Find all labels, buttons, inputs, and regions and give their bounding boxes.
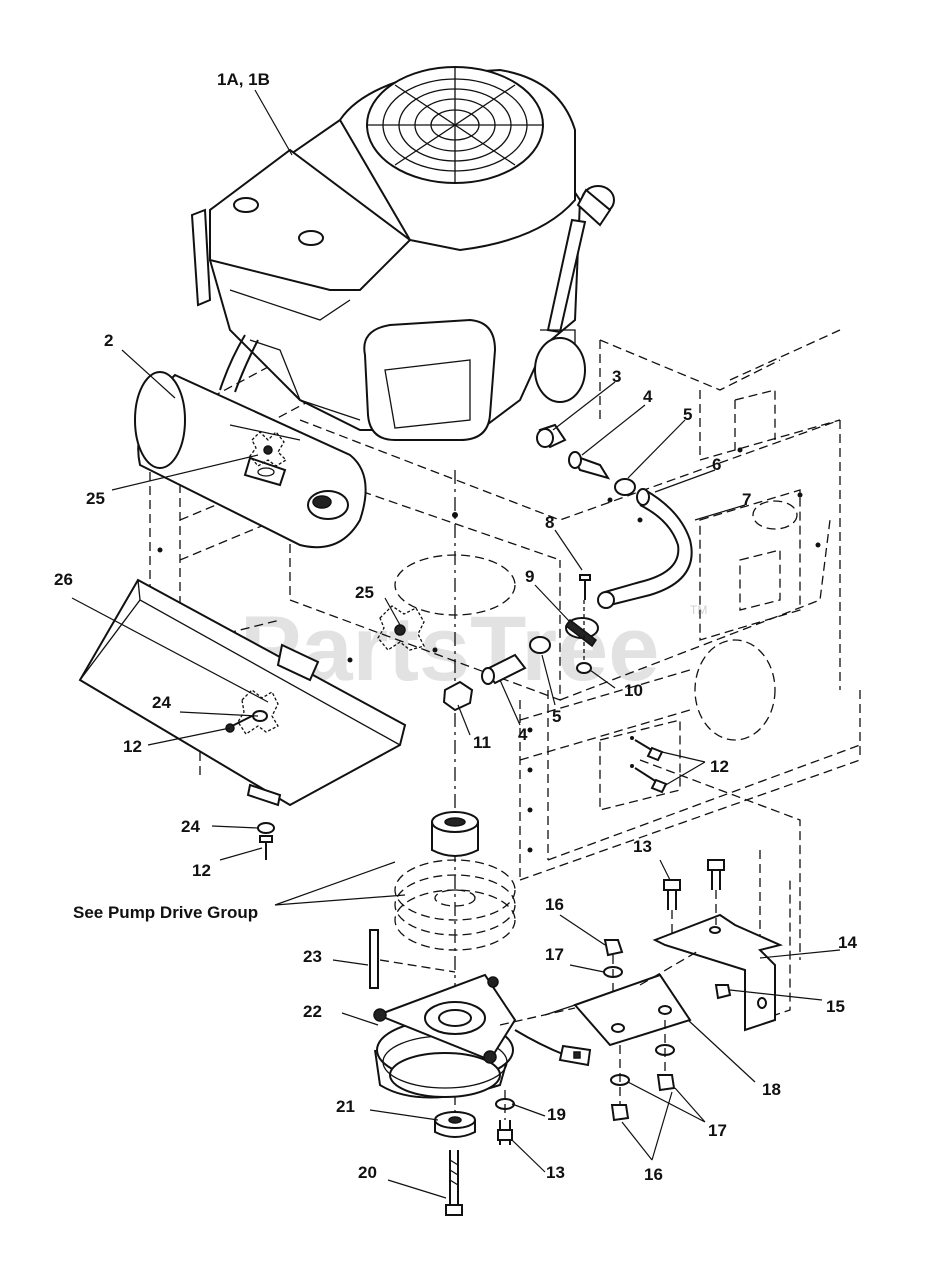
callout-fitting-3: 3	[612, 367, 621, 386]
clutch-key	[369, 929, 379, 989]
callout-bolt-8: 8	[545, 513, 554, 532]
callout-fitting-4-top: 4	[643, 387, 653, 406]
clutch-brackets	[499, 859, 784, 1122]
callout-clamp-5-bottom: 5	[552, 707, 561, 726]
clip-hardware	[442, 574, 599, 712]
pump-drive-pulley	[394, 811, 516, 951]
callout-hose-7: 7	[742, 490, 751, 509]
callout-bolt-12-right: 12	[710, 757, 729, 776]
callout-lock-washer-left: 25	[86, 489, 105, 508]
callout-bolt-20: 20	[358, 1163, 377, 1182]
lock-washer-left	[249, 431, 288, 467]
callout-bolt-13-bottom: 13	[546, 1163, 565, 1182]
callout-clutch-22: 22	[303, 1002, 322, 1021]
callout-bolt-12-left: 12	[123, 737, 142, 756]
callout-clip-9: 9	[525, 567, 534, 586]
fuel-line-parts	[536, 423, 693, 609]
electric-clutch	[373, 973, 592, 1099]
callout-plug-11: 11	[473, 733, 491, 752]
callout-washer-17-bottom: 17	[708, 1121, 727, 1140]
callout-washer-24-top: 24	[152, 693, 171, 712]
callout-hose-6: 6	[712, 455, 721, 474]
callout-nut-15: 15	[826, 997, 845, 1016]
leader-lines	[71, 89, 841, 1199]
callout-clamp-5-top: 5	[683, 405, 692, 424]
callout-bracket-14: 14	[838, 933, 857, 952]
shield-bottom-hardware	[257, 822, 275, 860]
callout-fitting-4-bottom: 4	[518, 725, 528, 744]
callout-pump-drive-note: See Pump Drive Group	[73, 903, 258, 922]
callout-washer-17-top: 17	[545, 945, 564, 964]
callout-lock-washer-center: 25	[355, 583, 374, 602]
callout-washer-21: 21	[336, 1097, 355, 1116]
shield-hardware-spot	[225, 689, 279, 735]
callout-muffler: 2	[104, 331, 113, 350]
callout-nut-10: 10	[624, 681, 643, 700]
callout-washer-24-bottom: 24	[181, 817, 200, 836]
callout-nut-16-bottom: 16	[644, 1165, 663, 1184]
callout-washer-19: 19	[547, 1105, 566, 1124]
callout-nut-16-top: 16	[545, 895, 564, 914]
callout-shield-26: 26	[54, 570, 73, 589]
callout-labels: 1A, 1B 2 25 3 4 5 6 7 8 9 26 25 10 24 5 …	[54, 70, 857, 1184]
callout-bracket-18: 18	[762, 1080, 781, 1099]
watermark-trademark: TM	[690, 603, 707, 617]
callout-engine: 1A, 1B	[217, 70, 270, 89]
clutch-stop-hardware	[495, 1090, 515, 1145]
belt-shield	[78, 578, 407, 807]
callout-key-23: 23	[303, 947, 322, 966]
engine	[190, 66, 615, 441]
frame-bolts	[630, 736, 668, 794]
callout-bolt-12-bottom: 12	[192, 861, 211, 880]
clutch-bolt-washer	[434, 1111, 476, 1216]
callout-bolt-13-top: 13	[633, 837, 652, 856]
